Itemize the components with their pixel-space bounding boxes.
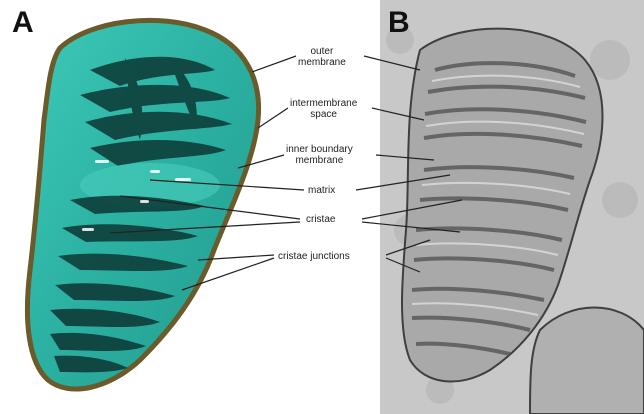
panel-label-a: A [12, 6, 34, 40]
panel-label-b: B [388, 6, 410, 40]
callout-inner-boundary-membrane: inner boundary membrane [284, 144, 355, 166]
callout-cristae-junctions: cristae junctions [276, 251, 352, 262]
callout-outer-membrane: outer membrane [296, 46, 348, 68]
callout-cristae: cristae [304, 214, 337, 225]
callout-matrix: matrix [306, 185, 337, 196]
callout-intermembrane-space: intermembrane space [288, 98, 359, 120]
